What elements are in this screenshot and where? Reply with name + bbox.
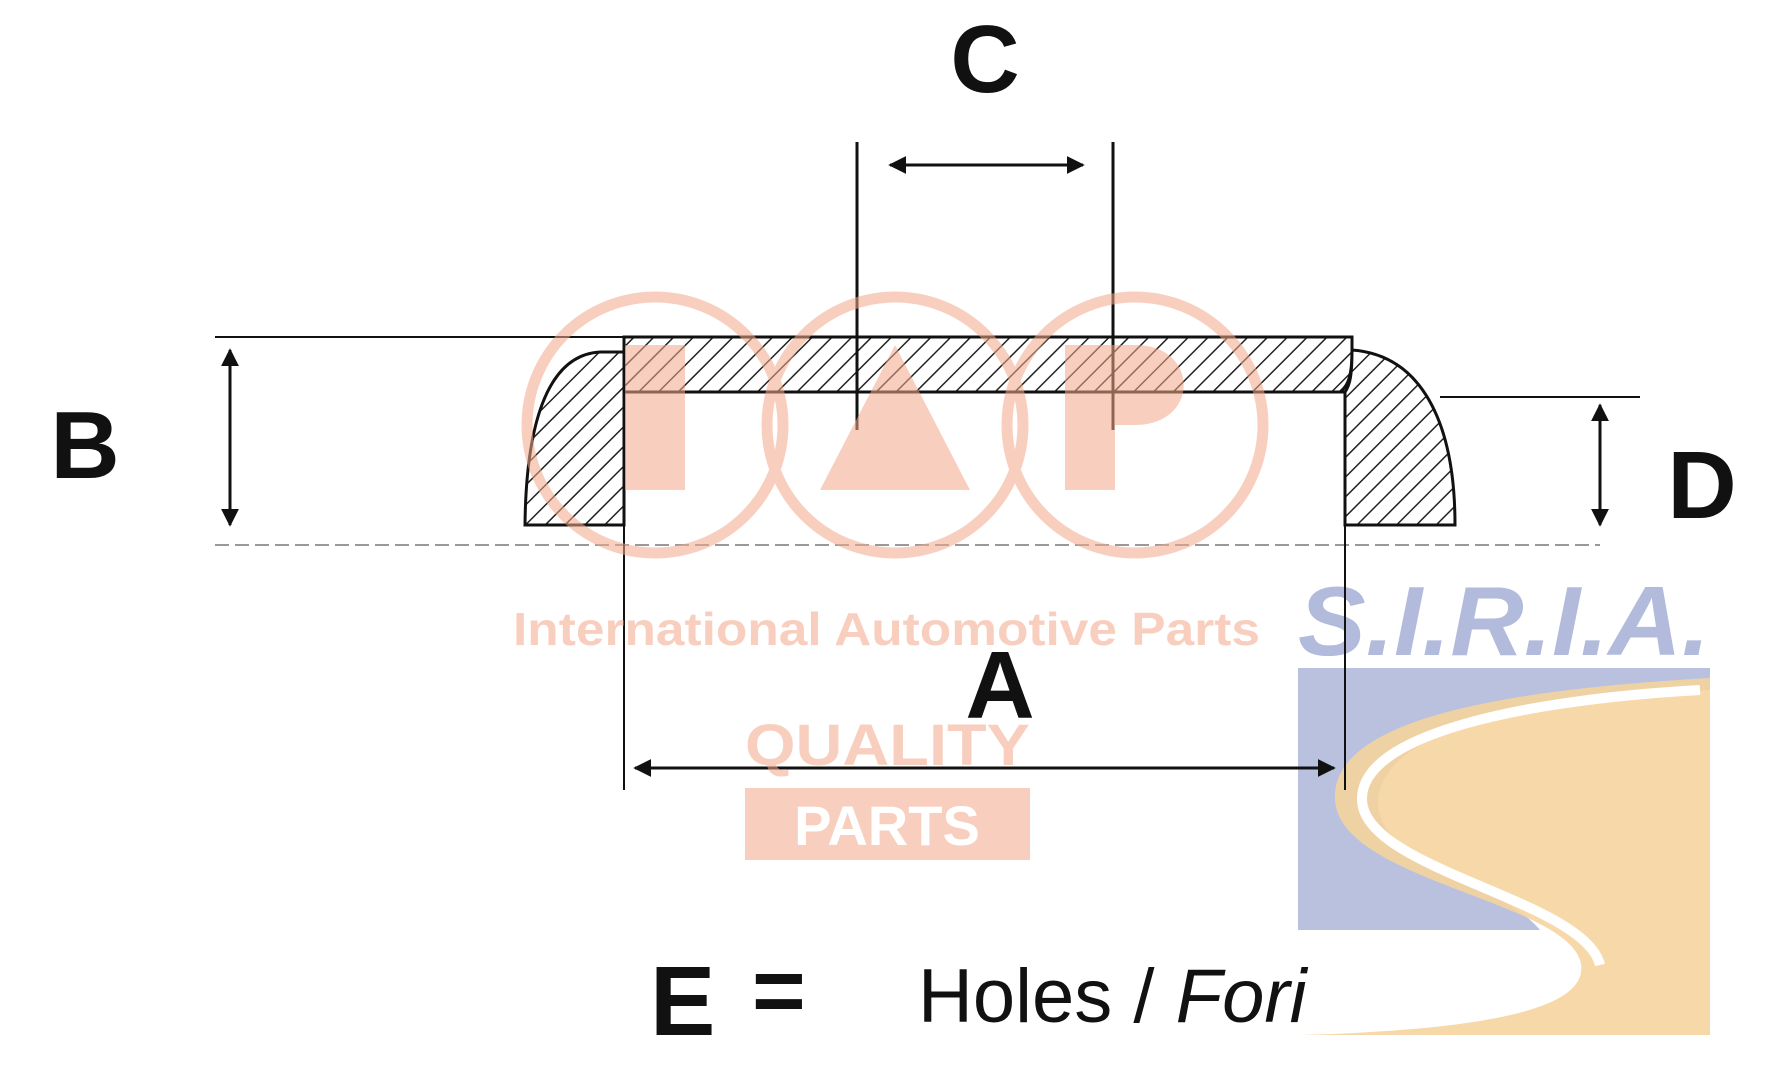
iap-ring-a bbox=[761, 291, 1029, 559]
siria-watermark: S.I.R.I.A. bbox=[1298, 566, 1710, 1035]
legend-equals: = bbox=[752, 940, 806, 1042]
legend-text-holes: Holes / bbox=[918, 954, 1176, 1039]
label-b: B bbox=[50, 392, 119, 499]
siria-road-line bbox=[1356, 685, 1701, 967]
left-flange bbox=[523, 350, 626, 527]
iap-letter-i bbox=[625, 345, 685, 490]
iap-letter-p bbox=[1065, 345, 1184, 490]
dimensions bbox=[215, 142, 1640, 790]
iap-ring-i bbox=[521, 291, 789, 559]
iap-parts: PARTS bbox=[794, 794, 980, 857]
legend-text-fori: Fori bbox=[1176, 954, 1309, 1039]
iap-tagline: International Automotive Parts bbox=[513, 603, 1260, 655]
right-flange bbox=[1343, 348, 1457, 527]
label-a: A bbox=[965, 632, 1034, 739]
legend: E = Holes / Fori bbox=[650, 940, 1309, 1056]
iap-ring-p bbox=[1001, 291, 1269, 559]
legend-text: Holes / Fori bbox=[918, 954, 1309, 1039]
iap-watermark: International Automotive Parts QUALITY P… bbox=[513, 291, 1269, 860]
siria-road-shape bbox=[1300, 678, 1710, 1035]
iap-parts-box bbox=[745, 788, 1030, 860]
label-c: C bbox=[950, 6, 1019, 113]
label-d: D bbox=[1667, 432, 1736, 539]
siria-logo-text: S.I.R.I.A. bbox=[1298, 566, 1710, 676]
iap-letter-a bbox=[820, 345, 970, 490]
iap-quality: QUALITY bbox=[745, 713, 1030, 778]
legend-key-e: E bbox=[650, 946, 715, 1056]
